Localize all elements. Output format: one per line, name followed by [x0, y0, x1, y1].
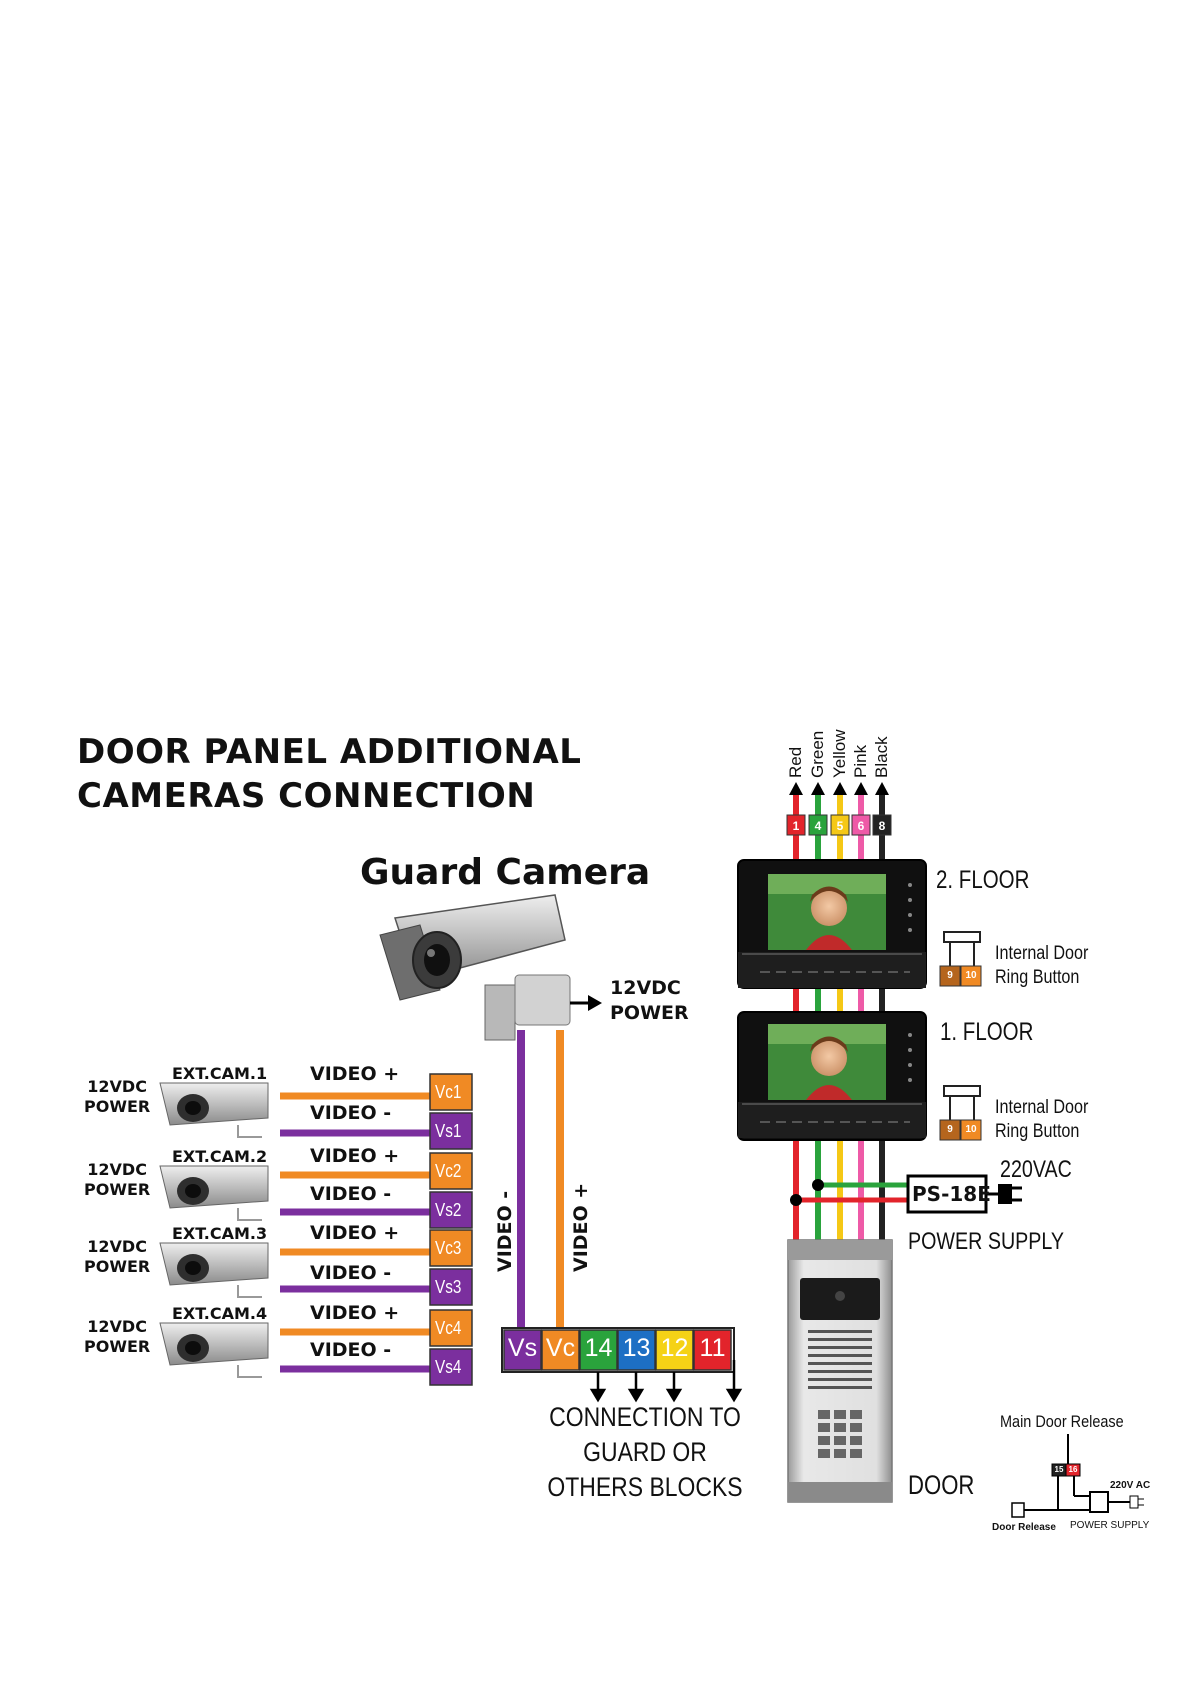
terminal-vc2: Vc2: [435, 1161, 462, 1181]
block-terminal-14: 14: [584, 1334, 613, 1362]
internal-door-label-floor-1: Internal Door Ring Button: [995, 1097, 1089, 1142]
wire-terminal-5: 5: [836, 819, 844, 833]
ring-terminal-9-floor-1: 9: [947, 1124, 953, 1135]
block-output-arrows: [589, 1360, 743, 1403]
bus-terminals: [786, 814, 892, 836]
ring-terminal-9-floor-2: 9: [947, 970, 953, 981]
camera-1-video-minus-label: VIDEO -: [310, 1102, 392, 1124]
terminal-vs3: Vs3: [435, 1277, 462, 1297]
block-terminal-vs: Vs: [507, 1334, 538, 1362]
terminal-vc3: Vc3: [435, 1238, 462, 1258]
wire-name-green: Green: [808, 730, 827, 778]
camera-3-video-plus-label: VIDEO +: [310, 1222, 400, 1244]
connection-label: CONNECTION TO GUARD OR OTHERS BLOCKS: [547, 1402, 743, 1502]
terminal-vs2: Vs2: [435, 1200, 462, 1220]
internal-door-label-floor-2: Internal Door Ring Button: [995, 943, 1089, 988]
guard-camera-icon: [379, 894, 602, 1041]
floor-2-label: 2. FLOOR: [936, 866, 1030, 894]
guard-video-minus-label: VIDEO -: [494, 1190, 516, 1272]
block-terminal-vc: Vc: [545, 1334, 576, 1362]
camera-video-wires: [280, 1092, 430, 1373]
camera-2-name: EXT.CAM.2: [172, 1147, 268, 1166]
block-terminal-12: 12: [660, 1334, 689, 1362]
camera-2-video-plus-label: VIDEO +: [310, 1145, 400, 1167]
diagram-title-line-2: CAMERAS CONNECTION: [77, 776, 536, 816]
main-door-terminal-15: 15: [1054, 1465, 1064, 1474]
door-panel-icon: [787, 1239, 893, 1503]
wire-terminal-4: 4: [814, 819, 822, 833]
terminal-vc4: Vc4: [435, 1318, 462, 1338]
diagram-title-line-1: DOOR PANEL ADDITIONAL: [77, 732, 582, 772]
floor-1-label: 1. FLOOR: [940, 1018, 1034, 1046]
power-supply-label: POWER SUPPLY: [908, 1228, 1065, 1255]
terminal-vs1: Vs1: [435, 1121, 462, 1141]
guard-power-label-2: POWER: [610, 1002, 689, 1024]
main-door-ac-label: 220V AC: [1110, 1480, 1151, 1491]
ring-terminal-10-floor-1: 10: [965, 1124, 977, 1135]
wire-terminal-8: 8: [878, 819, 886, 833]
terminal-vc1: Vc1: [435, 1082, 462, 1102]
ring-terminal-10-floor-2: 10: [965, 970, 977, 981]
terminal-vs4: Vs4: [435, 1357, 462, 1377]
camera-4-name: EXT.CAM.4: [172, 1304, 268, 1323]
monitor-floor-2-icon: [737, 859, 927, 989]
camera-2-video-minus-label: VIDEO -: [310, 1183, 392, 1205]
wire-name-pink: Pink: [851, 744, 870, 778]
ring-button-icon-floor-1: [939, 1085, 982, 1141]
camera-1-name: EXT.CAM.1: [172, 1064, 268, 1083]
power-supply-model: PS-18E: [912, 1182, 991, 1206]
wire-name-black: Black: [872, 736, 891, 778]
block-terminal-13: 13: [622, 1334, 651, 1362]
ring-button-icon-floor-2: [939, 931, 982, 987]
main-terminal-block: [501, 1327, 735, 1373]
main-door-release-label: Door Release: [992, 1522, 1056, 1533]
power-supply-icon: [906, 1174, 1022, 1214]
main-door-terminal-16: 16: [1068, 1465, 1078, 1474]
guard-camera-label: Guard Camera: [360, 852, 651, 893]
wire-terminal-1: 1: [792, 819, 800, 833]
main-door-release-diagram: [1011, 1434, 1144, 1518]
monitor-floor-1-icon: [737, 1011, 927, 1141]
power-supply-input-label: 220VAC: [1000, 1156, 1072, 1183]
wire-name-red: Red: [786, 746, 805, 778]
wire-name-yellow: Yellow: [830, 729, 849, 778]
camera-3-name: EXT.CAM.3: [172, 1224, 268, 1243]
main-door-power-supply-label: POWER SUPPLY: [1070, 1520, 1150, 1531]
camera-4-video-minus-label: VIDEO -: [310, 1339, 392, 1361]
guard-video-plus-label: VIDEO +: [570, 1182, 592, 1272]
camera-4-video-plus-label: VIDEO +: [310, 1302, 400, 1324]
guard-power-label-1: 12VDC: [610, 977, 681, 999]
camera-terminals: [429, 1073, 473, 1386]
camera-1-video-plus-label: VIDEO +: [310, 1063, 400, 1085]
block-terminal-11: 11: [699, 1334, 726, 1362]
ext-camera-icons: [159, 1082, 269, 1378]
wire-terminal-6: 6: [857, 819, 865, 833]
main-door-release-title: Main Door Release: [1000, 1412, 1124, 1431]
door-label: DOOR: [908, 1470, 975, 1500]
camera-3-video-minus-label: VIDEO -: [310, 1262, 392, 1284]
